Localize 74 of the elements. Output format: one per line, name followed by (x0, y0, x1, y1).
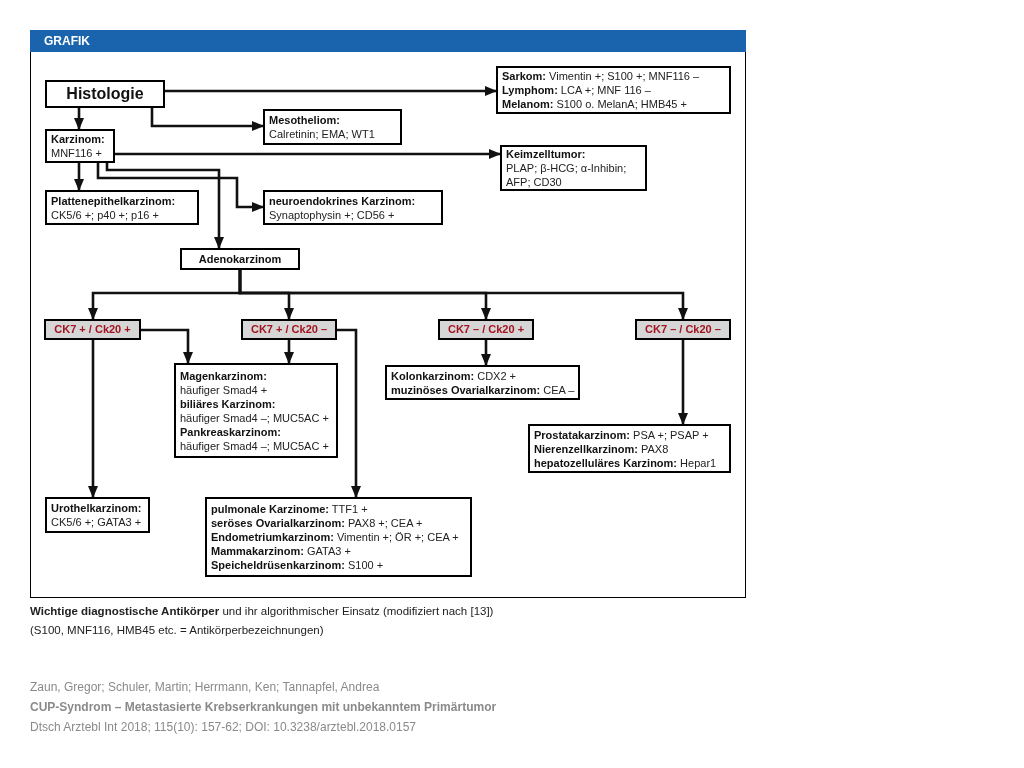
citation-source: Dtsch Arztebl Int 2018; 115(10): 157-62; DOI: 10.3238/arztebl.2018.0157 (30, 719, 417, 736)
node-text: Adenokarzinom (198, 251, 282, 267)
node-text: Endometriumkarzinom: Vimentin +; ÖR +; CEA + (211, 530, 460, 544)
arrow (481, 340, 491, 366)
process-box (180, 248, 300, 270)
node-text: biliäres Karzinom: (180, 396, 277, 411)
result-box (528, 424, 731, 473)
figure-title: GRAFIK (44, 34, 90, 48)
node-text: Kolonkarzinom: CDX2 + (391, 368, 517, 383)
node-text: CK5/6 +; GATA3 + (51, 515, 143, 529)
node-text: Magenkarzinom: (180, 368, 268, 383)
figure-caption: Wichtige diagnostische Antikörper und ihr algorithmischer Einsatz (modifiziert nach [13]) (30, 604, 494, 619)
arrow (238, 270, 688, 320)
node-text: muzinöses Ovarialkarzinom: CEA – (391, 382, 575, 397)
arrow (150, 108, 264, 131)
node-text: häufiger Smad4 + (180, 382, 269, 397)
node-text: CK7 + / Ck20 – (250, 322, 328, 338)
node-text: Calretinin; EMA; WT1 (269, 127, 376, 141)
arrow (165, 86, 497, 96)
arrow (74, 108, 84, 130)
node-text: seröses Ovarialkarzinom: PAX8 +; CEA + (211, 516, 424, 530)
arrow (74, 163, 84, 191)
node-text: Mesotheliom: (269, 113, 341, 127)
result-box (500, 145, 647, 191)
node-text: Plattenepithelkarzinom: (51, 193, 177, 208)
arrow (141, 328, 193, 364)
node-text: CK7 – / Ck20 + (447, 322, 525, 338)
arrow (337, 328, 361, 498)
arrow (115, 149, 501, 159)
arrow (284, 340, 294, 364)
result-box (496, 66, 731, 114)
node-text: hepatozelluläres Karzinom: Hepar1 (534, 455, 718, 470)
marker-box (44, 319, 141, 340)
node-text: MNF116 + (51, 146, 103, 160)
node-text: Prostatakarzinom: PSA +; PSAP + (534, 427, 710, 442)
result-box (263, 109, 402, 145)
result-box (45, 190, 199, 225)
node-text: PLAP; β-HCG; α-Inhibin; AFP; CD30 (506, 161, 628, 189)
node-text: Karzinom: (51, 132, 106, 146)
marker-box (241, 319, 337, 340)
node-text: häufiger Smad4 –; MUC5AC + (180, 410, 330, 425)
process-box (45, 129, 115, 163)
node-text: Speicheldrüsenkarzinom: S100 + (211, 558, 385, 572)
start-box (45, 80, 165, 108)
node-text: Synaptophysin +; CD56 + (269, 207, 396, 222)
marker-box (635, 319, 731, 340)
node-text: Urothelkarzinom: (51, 501, 143, 515)
node-text: CK5/6 +; p40 +; p16 + (51, 207, 160, 222)
arrow (96, 163, 264, 212)
node-text: Histologie (66, 84, 144, 104)
node-text: Melanom: S100 o. MelanA; HMB45 + (502, 97, 688, 111)
node-text: CK7 + / Ck20 + (54, 322, 131, 338)
node-text: neuroendokrines Karzinom: (269, 193, 417, 208)
result-box (263, 190, 443, 225)
node-text: Keimzelltumor: (506, 147, 587, 161)
marker-box (438, 319, 534, 340)
arrow (105, 163, 224, 249)
citation-title: CUP-Syndrom – Metastasierte Krebserkrankungen mit unbekanntem Primärtumor (30, 699, 497, 716)
result-box (205, 497, 472, 577)
result-box (385, 365, 581, 400)
node-text: Nierenzellkarzinom: PAX8 (534, 441, 670, 456)
figure-note: (S100, MNF116, HMB45 etc. = Antikörperbezeichnungen) (30, 623, 324, 638)
node-text: Sarkom: Vimentin +; S100 +; MNF116 – (502, 69, 701, 83)
citation-authors: Zaun, Gregor; Schuler, Martin; Herrmann, Ken; Tannapfel, Andrea (30, 679, 380, 696)
node-text: Lymphom: LCA +; MNF 116 – (502, 83, 652, 97)
arrow (678, 340, 688, 425)
arrow (88, 340, 98, 498)
result-box (45, 497, 150, 533)
node-text: häufiger Smad4 –; MUC5AC + (180, 438, 330, 453)
node-text: Mammakarzinom: GATA3 + (211, 544, 352, 558)
node-text: pulmonale Karzinome: TTF1 + (211, 502, 369, 516)
node-text: CK7 – / Ck20 – (645, 322, 721, 338)
result-box (174, 363, 338, 458)
node-text: Pankreaskarzinom: (180, 424, 282, 439)
